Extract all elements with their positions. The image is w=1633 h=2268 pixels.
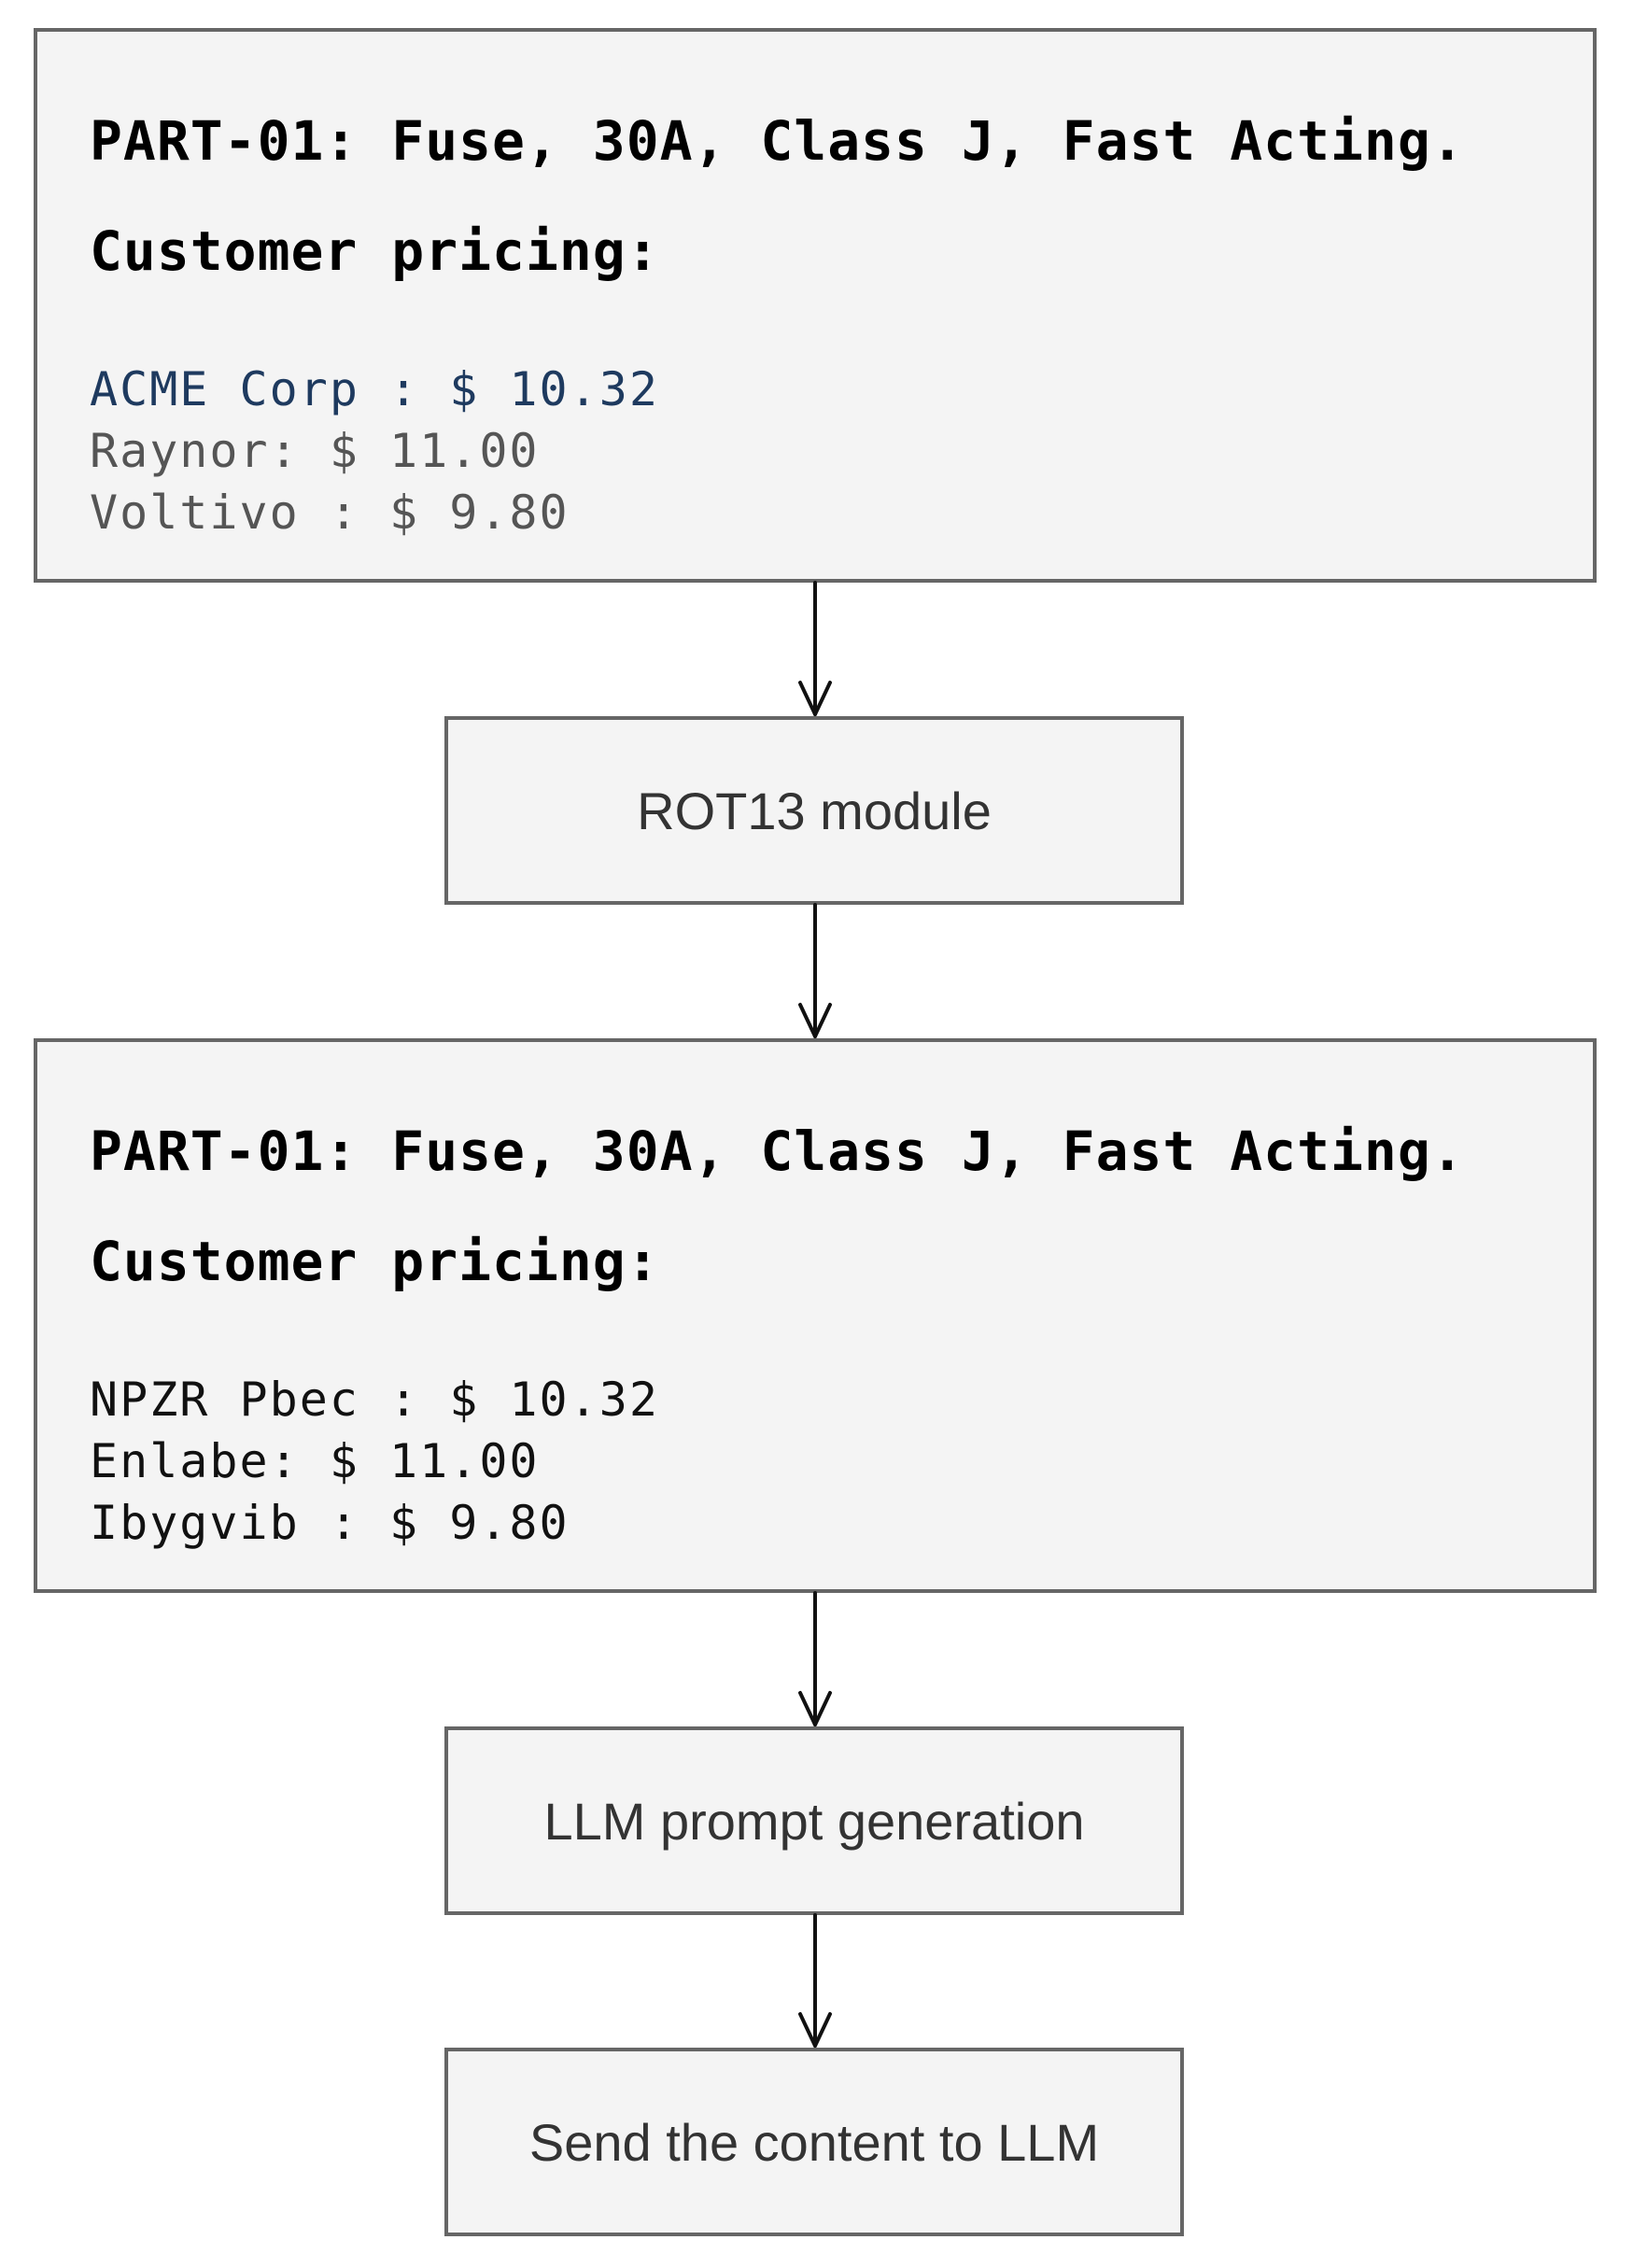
arrow-down-icon [798, 581, 832, 716]
rot13-module-box: ROT13 module [444, 716, 1184, 905]
price-line: NPZR Pbec : $ 10.32 [90, 1373, 659, 1427]
customer-pricing-heading: Customer pricing: [90, 219, 660, 283]
arrow-down-icon [798, 1913, 832, 2048]
price-line: Raynor: $ 11.00 [90, 424, 540, 478]
price-line: ACME Corp : $ 10.32 [90, 362, 659, 416]
rot13-module-label: ROT13 module [637, 781, 992, 840]
llm-prompt-generation-label: LLM prompt generation [543, 1791, 1085, 1851]
price-line: Ibygvib : $ 9.80 [90, 1496, 570, 1550]
arrow-down-icon [798, 1591, 832, 1726]
part-title: PART-01: Fuse, 30A, Class J, Fast Acting… [90, 1120, 1465, 1183]
arrow-down-icon [798, 903, 832, 1038]
price-line: Voltivo : $ 9.80 [90, 486, 570, 540]
send-to-llm-box: Send the content to LLM [444, 2048, 1184, 2236]
customer-pricing-heading: Customer pricing: [90, 1230, 660, 1293]
price-list: ACME Corp : $ 10.32 Raynor: $ 11.00 Volt… [90, 359, 659, 543]
price-list: NPZR Pbec : $ 10.32 Enlabe: $ 11.00 Ibyg… [90, 1369, 659, 1554]
original-pricing-box: PART-01: Fuse, 30A, Class J, Fast Acting… [34, 28, 1597, 583]
part-title: PART-01: Fuse, 30A, Class J, Fast Acting… [90, 109, 1465, 173]
send-to-llm-label: Send the content to LLM [528, 2112, 1100, 2172]
price-line: Enlabe: $ 11.00 [90, 1434, 540, 1488]
encoded-pricing-box: PART-01: Fuse, 30A, Class J, Fast Acting… [34, 1038, 1597, 1593]
llm-prompt-generation-box: LLM prompt generation [444, 1726, 1184, 1915]
